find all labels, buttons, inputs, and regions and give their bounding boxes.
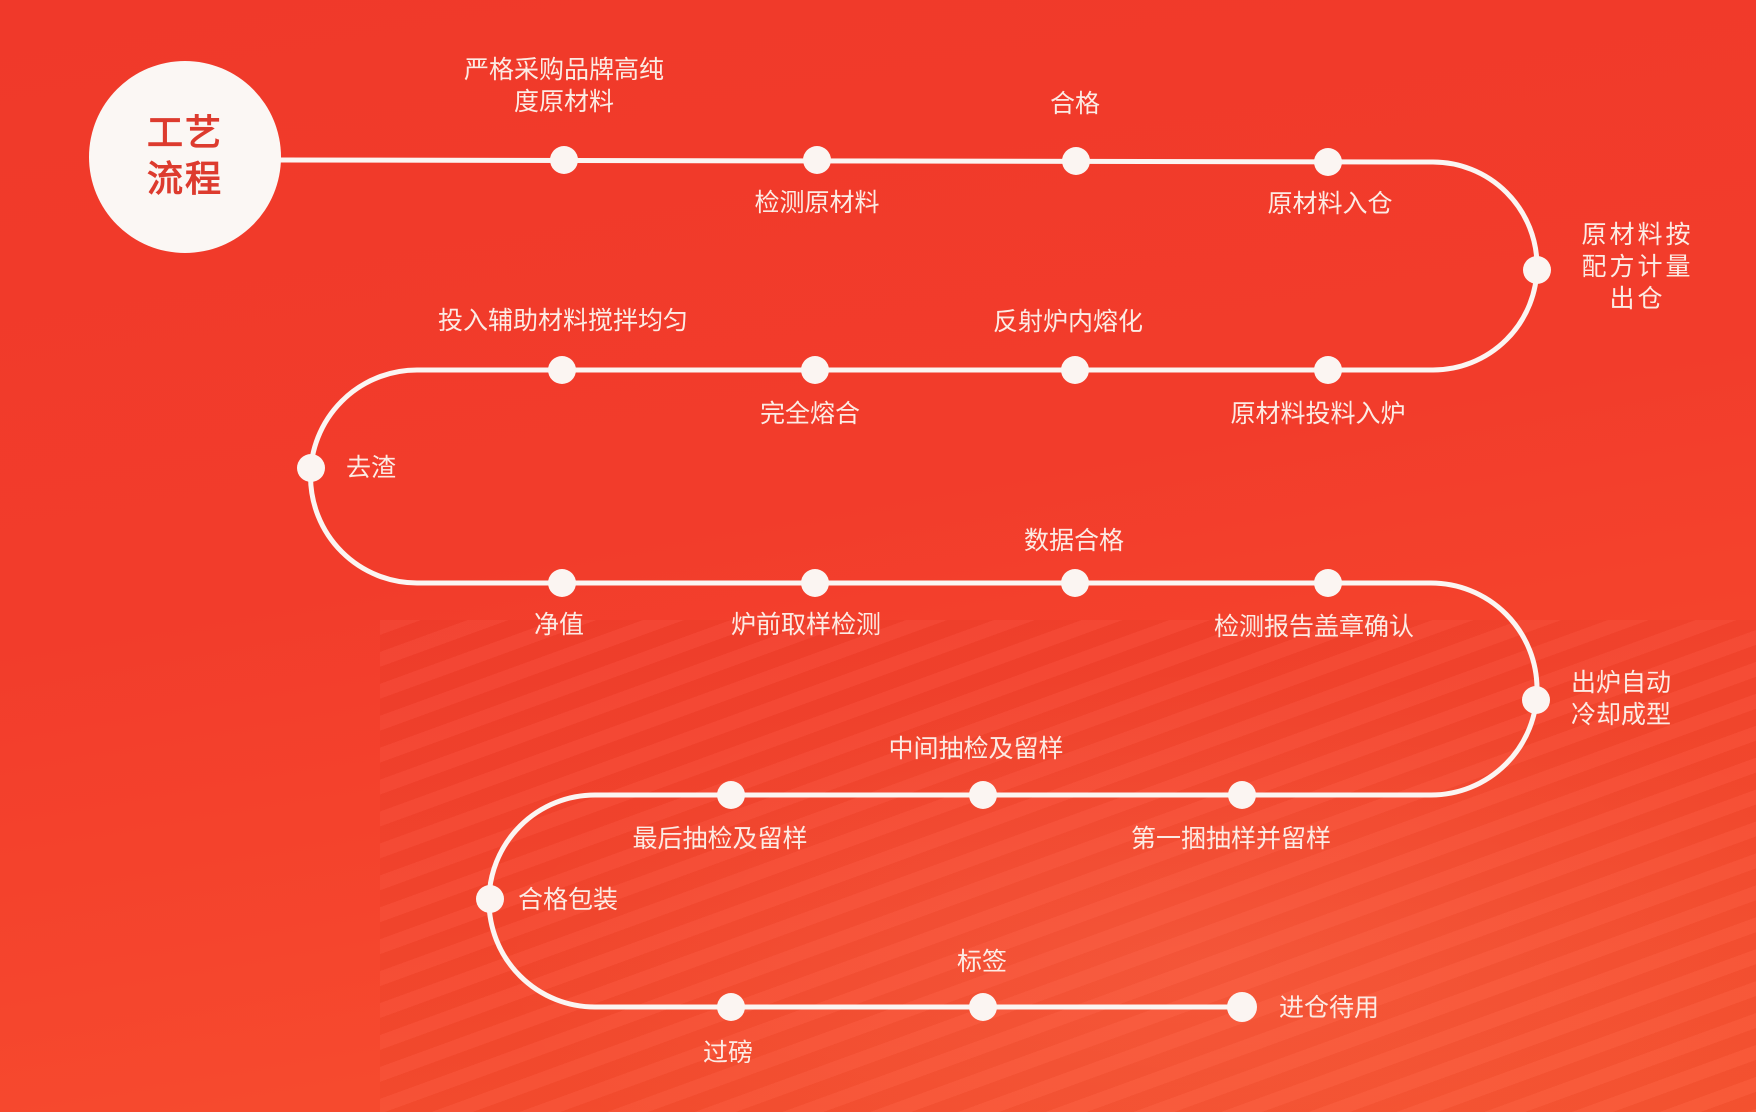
step-label-22: 进仓待用: [1279, 993, 1380, 1022]
step-label-5-line-1: 原材料按: [1581, 220, 1694, 249]
step-dot-3: [1062, 147, 1090, 175]
step-dot-15: [1522, 686, 1550, 714]
step-label-5: 原材料按 配方计量 出仓: [1570, 219, 1705, 315]
step-label-7: 反射炉内熔化: [992, 307, 1144, 336]
step-label-3: 合格: [1049, 89, 1101, 118]
step-dot-19: [476, 885, 504, 913]
step-label-15: 出炉自动 冷却成型: [1571, 667, 1691, 731]
step-label-5-line-2: 配方计量: [1581, 252, 1694, 281]
step-dot-4: [1314, 148, 1342, 176]
step-label-1: 严格采购品牌高纯 度原材料: [444, 54, 684, 118]
step-label-11: 净值: [533, 610, 585, 639]
step-dot-21: [969, 993, 997, 1021]
step-label-20: 过磅: [702, 1038, 754, 1067]
step-label-15-line-2: 冷却成型: [1571, 700, 1672, 729]
step-dot-18: [717, 781, 745, 809]
step-label-5-line-3: 出仓: [1609, 284, 1666, 313]
step-dot-14: [1314, 569, 1342, 597]
step-label-15-line-1: 出炉自动: [1571, 668, 1672, 697]
step-label-19: 合格包装: [518, 885, 619, 914]
step-dot-6: [1314, 356, 1342, 384]
step-dot-8: [801, 356, 829, 384]
step-dot-20: [717, 993, 745, 1021]
step-dot-12: [801, 569, 829, 597]
title-line-1: 工艺: [146, 113, 223, 154]
step-dot-7: [1061, 356, 1089, 384]
step-label-1-line-2: 度原材料: [513, 87, 614, 116]
step-dot-2: [803, 146, 831, 174]
step-label-17: 中间抽检及留样: [888, 734, 1064, 763]
step-dot-9: [548, 356, 576, 384]
step-label-8: 完全熔合: [759, 399, 861, 428]
step-label-4: 原材料入仓: [1267, 189, 1393, 218]
step-label-12: 炉前取样检测: [730, 610, 882, 639]
step-dot-5: [1523, 256, 1551, 284]
step-label-21: 标签: [956, 947, 1008, 976]
process-title-badge: 工艺 流程: [89, 61, 281, 253]
step-label-10: 去渣: [346, 453, 397, 482]
step-dot-16: [1228, 781, 1256, 809]
step-label-16: 第一捆抽样并留样: [1130, 824, 1332, 853]
step-dot-22: [1227, 992, 1257, 1022]
step-dot-1: [550, 146, 578, 174]
step-label-18: 最后抽检及留样: [632, 824, 808, 853]
step-dot-11: [548, 569, 576, 597]
step-label-6: 原材料投料入炉: [1230, 399, 1406, 428]
step-label-1-line-1: 严格采购品牌高纯: [463, 55, 664, 84]
title-line-2: 流程: [146, 159, 223, 200]
step-label-14: 检测报告盖章确认: [1213, 612, 1415, 641]
step-dot-13: [1061, 569, 1089, 597]
step-label-2: 检测原材料: [754, 188, 880, 217]
serpentine-track-line: [277, 157, 1540, 1010]
step-dot-10: [297, 454, 325, 482]
step-label-9: 投入辅助材料搅拌均匀: [437, 306, 689, 335]
step-label-13: 数据合格: [1023, 526, 1125, 555]
step-dot-17: [969, 781, 997, 809]
